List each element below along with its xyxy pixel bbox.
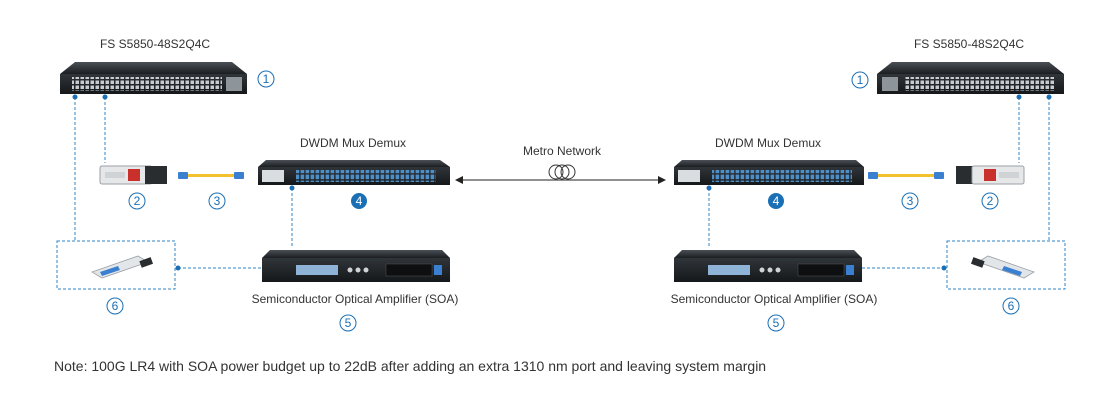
left-dwdm-mux [258, 160, 450, 185]
metro-network: Metro Network [455, 144, 666, 184]
metro-network-label: Metro Network [523, 144, 602, 158]
right-badge-soa-text: 5 [773, 316, 780, 330]
left-badge-mux [351, 193, 367, 209]
right-side: FS S5850-48S2Q4C 1 2 3 DWDM Mux Demux [671, 37, 1066, 332]
right-dwdm-mux [674, 160, 864, 185]
left-badge-sfp [128, 192, 146, 210]
right-switch-label: FS S5850-48S2Q4C [914, 37, 1024, 51]
right-soa-label: Semiconductor Optical Amplifier (SOA) [671, 292, 878, 306]
right-patch-cable [868, 172, 944, 179]
left-patch-cable [178, 172, 244, 179]
right-badge-sfp-text: 2 [987, 194, 994, 208]
left-switch-label: FS S5850-48S2Q4C [100, 37, 210, 51]
left-soa-device [262, 250, 450, 282]
right-badge-qsfp-text: 6 [1008, 299, 1015, 313]
right-badge-switch [851, 71, 869, 89]
right-sfp-module [956, 165, 1025, 185]
left-badge-switch [257, 70, 275, 88]
left-badge-sfp-text: 2 [134, 194, 141, 208]
left-soa-label: Semiconductor Optical Amplifier (SOA) [252, 292, 459, 306]
left-badge-mux-text: 4 [356, 194, 363, 208]
left-sfp-module [99, 165, 167, 185]
left-badge-patch [208, 192, 226, 210]
right-mux-label: DWDM Mux Demux [715, 136, 821, 150]
left-side: FS S5850-48S2Q4C 1 2 3 [56, 37, 459, 332]
right-soa-device [674, 250, 862, 282]
left-badge-qsfp [106, 297, 124, 315]
right-badge-patch-text: 3 [907, 194, 914, 208]
left-qsfp-box [56, 240, 176, 290]
right-badge-sfp [981, 192, 999, 210]
left-badge-qsfp-text: 6 [112, 299, 119, 313]
left-badge-patch-text: 3 [214, 194, 221, 208]
right-qsfp-box [946, 240, 1066, 290]
left-badge-switch-text: 1 [263, 72, 270, 86]
right-badge-qsfp [1002, 297, 1020, 315]
footnote: Note: 100G LR4 with SOA power budget up … [54, 358, 767, 374]
right-qsfp-module [970, 255, 1035, 279]
left-switch [60, 62, 247, 94]
right-switch [877, 62, 1064, 94]
right-badge-patch [901, 192, 919, 210]
left-qsfp-module [91, 255, 154, 279]
right-badge-switch-text: 1 [857, 73, 864, 87]
right-badge-mux [768, 193, 784, 209]
left-badge-soa [339, 314, 357, 332]
right-badge-mux-text: 4 [773, 194, 780, 208]
right-badge-soa [767, 314, 785, 332]
left-badge-soa-text: 5 [345, 316, 352, 330]
left-mux-label: DWDM Mux Demux [300, 136, 406, 150]
